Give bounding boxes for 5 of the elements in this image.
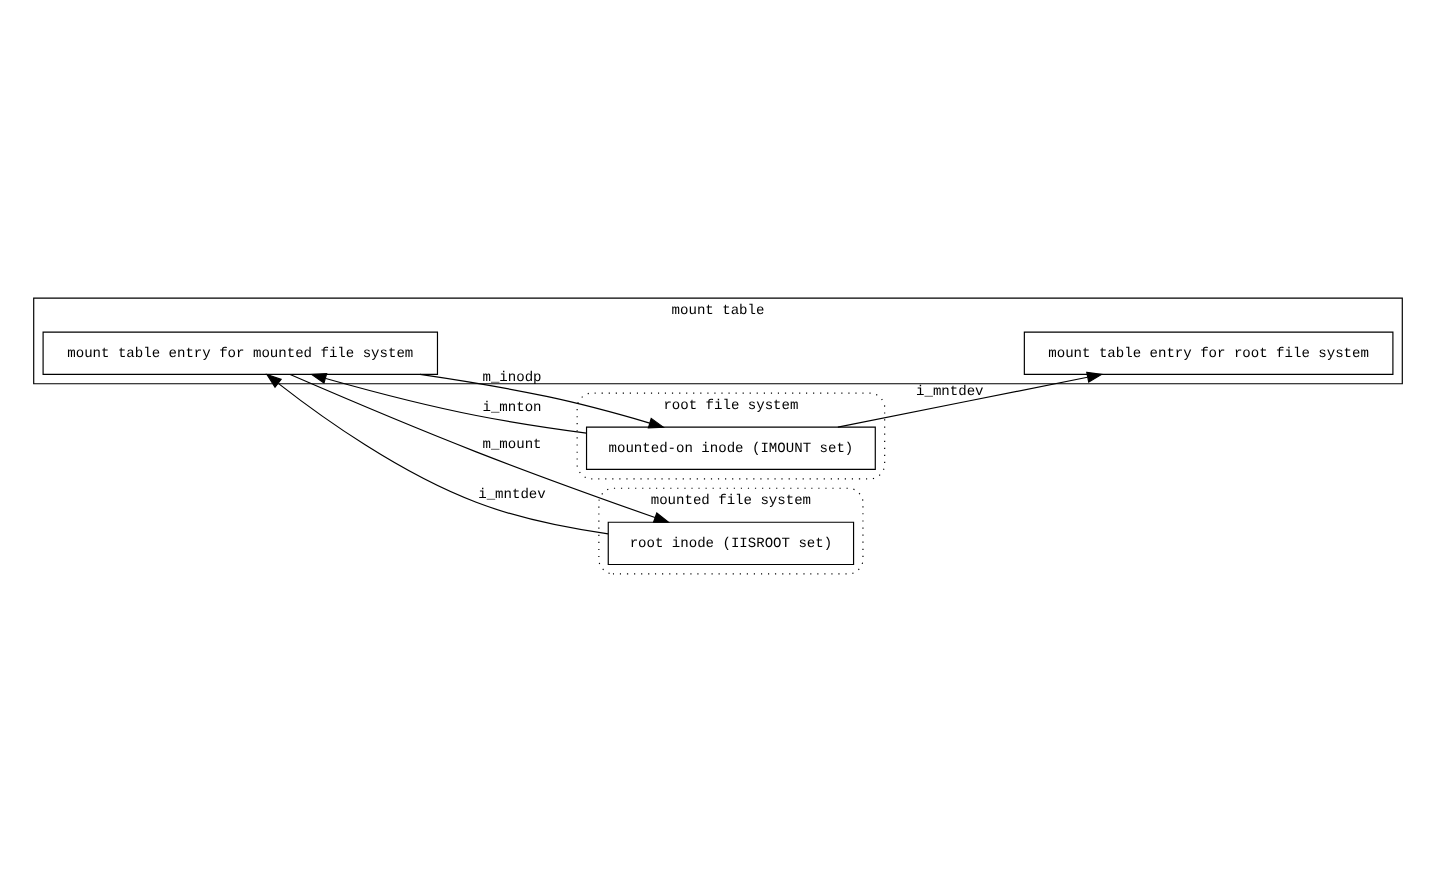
arrow [289,374,671,523]
arrow [837,371,1104,428]
arrow [310,372,587,434]
arrow [265,373,609,535]
arrow [419,373,665,429]
